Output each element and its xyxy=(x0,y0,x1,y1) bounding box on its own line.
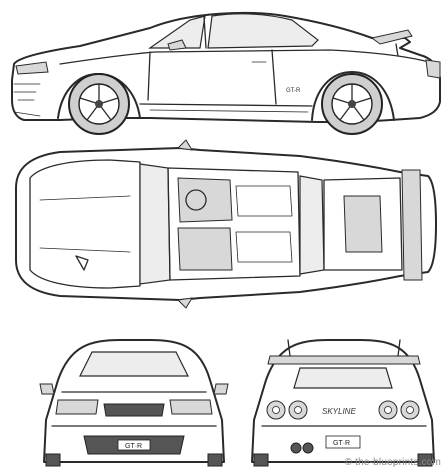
front-headlight-left xyxy=(55,399,99,415)
exhaust xyxy=(290,442,314,454)
top-view xyxy=(15,139,437,309)
side-mirror xyxy=(167,39,187,51)
front-windshield xyxy=(79,351,189,377)
front-wheel xyxy=(68,73,130,135)
front-view: GT·R xyxy=(39,339,229,467)
rear-taillights xyxy=(266,400,420,420)
side-headlight xyxy=(15,61,49,75)
rear-plate xyxy=(325,435,361,449)
top-rear-window xyxy=(299,175,325,275)
rear-spoiler xyxy=(370,29,413,45)
top-spoiler xyxy=(401,169,423,281)
front-grille xyxy=(103,403,165,417)
front-plate xyxy=(117,439,151,451)
rear-script-badge: SKYLINE xyxy=(322,407,356,416)
top-mirror-right xyxy=(176,297,193,309)
top-windshield xyxy=(139,163,171,285)
interior xyxy=(177,177,293,271)
rear-window xyxy=(293,367,393,389)
side-rear-window xyxy=(207,13,319,49)
front-plate-text: GT·R xyxy=(125,443,142,450)
watermark: © the-blueprints.com xyxy=(344,457,441,468)
rear-plate-text: GT·R xyxy=(333,440,350,447)
hood-mark xyxy=(75,255,89,271)
top-mirror-left xyxy=(176,139,193,151)
side-taillight xyxy=(425,59,441,79)
side-badge: GT-R xyxy=(286,88,301,94)
rear-spoiler-wing xyxy=(267,355,421,365)
side-view: GT-R xyxy=(11,11,441,135)
front-headlight-right xyxy=(169,399,213,415)
rear-wheel xyxy=(321,73,383,135)
rear-view: SKYLINE GT·R xyxy=(251,339,435,467)
